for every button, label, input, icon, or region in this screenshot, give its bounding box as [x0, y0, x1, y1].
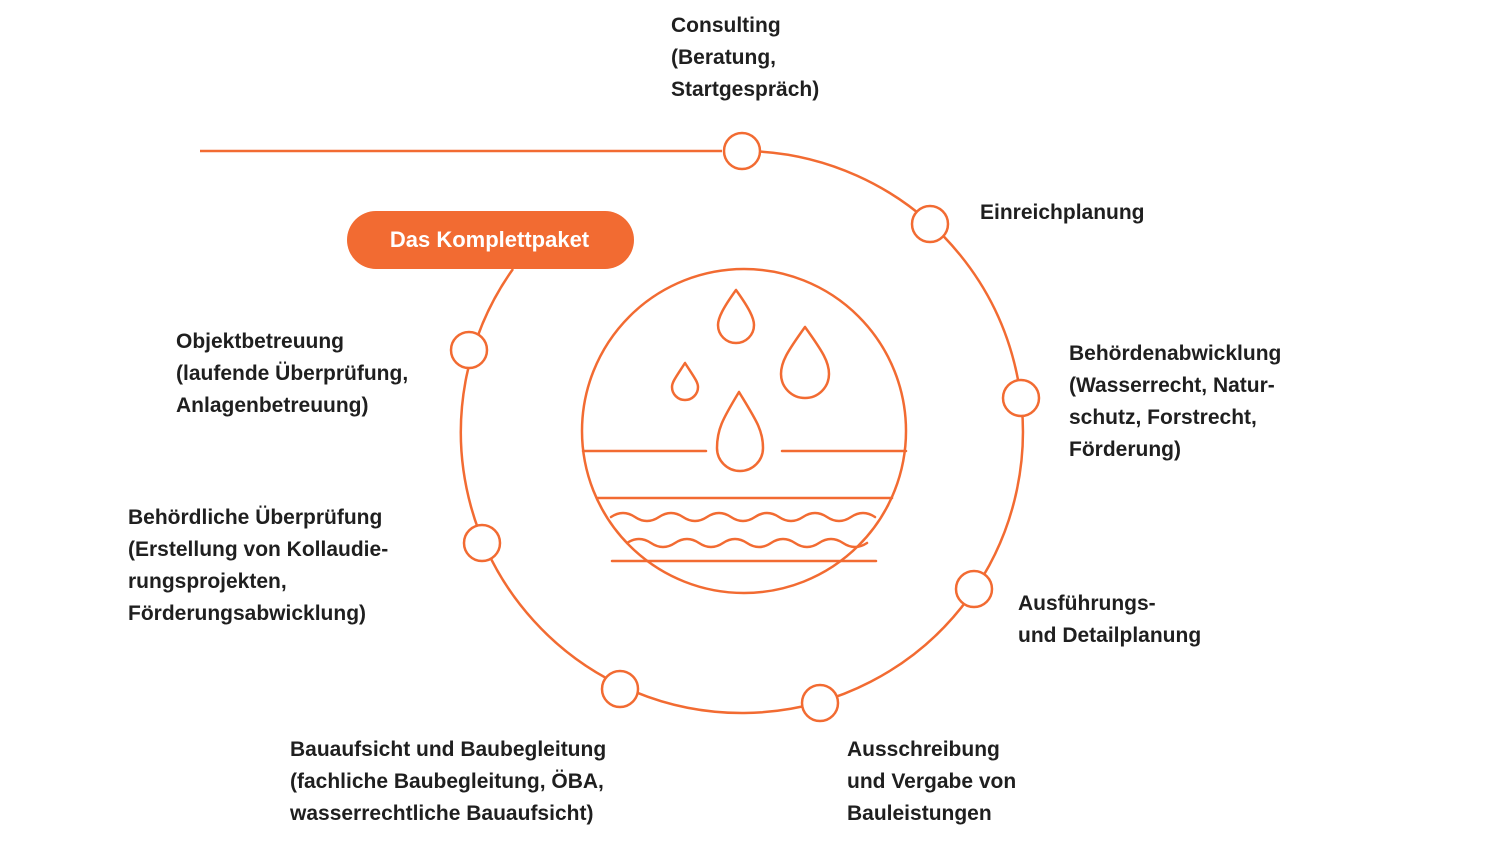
water-drops-and-waves-icon [580, 267, 908, 595]
label-line: (Beratung, [671, 46, 776, 69]
label-line: Objektbetreuung [176, 330, 345, 353]
step-label-consulting: Consulting (Beratung, Startgespräch) [671, 10, 819, 106]
label-line: Behördenabwicklung [1069, 342, 1282, 365]
node-bauaufsicht [600, 669, 640, 709]
step-label-behoerdenabwicklung: Behördenabwicklung (Wasserrecht, Natur- … [1069, 338, 1281, 466]
label-line: rungsprojekten, [128, 570, 287, 593]
label-line: Einreichplanung [980, 201, 1145, 224]
label-line: (fachliche Baubegleitung, ÖBA, [290, 770, 604, 793]
label-line: Startgespräch) [671, 78, 820, 101]
label-line: Anlagenbetreuung) [176, 394, 369, 417]
label-line: Ausschreibung [847, 738, 1000, 761]
label-line: Förderungsabwicklung) [128, 602, 367, 625]
label-line: und Vergabe von [847, 770, 1017, 793]
komplettpaket-badge: Das Komplettpaket [347, 211, 634, 269]
label-line: (Wasserrecht, Natur- [1069, 374, 1275, 397]
step-label-behoerdliche-ueberpruefung: Behördliche Überprüfung (Erstellung von … [128, 502, 388, 630]
label-line: Bauleistungen [847, 802, 992, 825]
label-line: Bauaufsicht und Baubegleitung [290, 738, 607, 761]
node-ausschreibung [800, 683, 840, 723]
step-label-bauaufsicht: Bauaufsicht und Baubegleitung (fachliche… [290, 734, 606, 830]
step-label-ausschreibung: Ausschreibung und Vergabe von Bauleistun… [847, 734, 1016, 830]
node-consulting [722, 131, 762, 171]
step-nodes [449, 131, 1041, 723]
step-label-einreichplanung: Einreichplanung [980, 197, 1145, 229]
label-line: Behördliche Überprüfung [128, 506, 383, 529]
step-label-ausfuehrungsplanung: Ausführungs- und Detailplanung [1018, 588, 1201, 652]
step-label-objektbetreuung: Objektbetreuung (laufende Überprüfung, A… [176, 326, 408, 422]
label-line: und Detailplanung [1018, 624, 1202, 647]
label-line: Förderung) [1069, 438, 1181, 461]
node-einreichplanung [910, 204, 950, 244]
node-behoerdliche-ueberpruefung [462, 523, 502, 563]
label-line: (Erstellung von Kollaudie- [128, 538, 389, 561]
node-objektbetreuung [449, 330, 489, 370]
node-behoerdenabwicklung [1001, 378, 1041, 418]
label-line: schutz, Forstrecht, [1069, 406, 1257, 429]
label-line: Ausführungs- [1018, 592, 1156, 615]
cycle-arc [459, 149, 1025, 715]
label-line: (laufende Überprüfung, [176, 362, 409, 385]
label-line: wasserrechtliche Bauaufsicht) [290, 802, 594, 825]
label-line: Consulting [671, 14, 781, 37]
node-ausfuehrungsplanung [954, 569, 994, 609]
